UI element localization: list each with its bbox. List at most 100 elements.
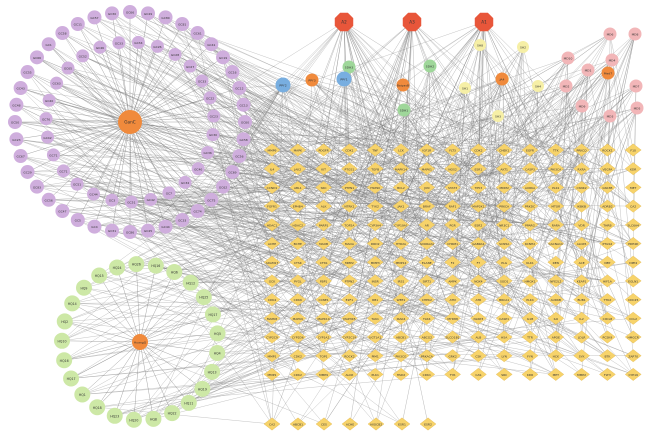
node-label: PLG — [501, 261, 507, 265]
node-label: ROCK1 — [602, 149, 613, 153]
node-label: EPHB4 — [293, 205, 303, 209]
node-label: HSP90 — [370, 186, 380, 190]
node-label: MMP2 — [577, 373, 586, 377]
node-label: ALOX5 — [577, 242, 587, 246]
node-label: FLT3 — [449, 149, 456, 153]
node-label: GC71 — [59, 169, 67, 173]
node-label: AURKB — [551, 298, 561, 302]
node-label: CYP1A2 — [318, 336, 330, 340]
node-label: GC40 — [194, 167, 202, 171]
node-label: BRCA1 — [499, 298, 509, 302]
node-label: PRKDC — [525, 205, 535, 209]
node-label: GC69 — [228, 171, 236, 175]
edge — [212, 206, 401, 372]
edge — [312, 80, 401, 169]
node-label: GC36 — [204, 151, 212, 155]
node-label: IL4 — [270, 167, 275, 171]
node-label: KCNH2 — [525, 242, 535, 246]
node-label: HQ1 — [79, 393, 86, 397]
node-label: GC30 — [108, 12, 116, 16]
node-label: MET — [630, 186, 636, 190]
node-label: PGR — [449, 223, 455, 227]
node-label: THRB — [602, 223, 611, 227]
node-label: GC81 — [178, 23, 186, 27]
node-label: CYP2C19 — [343, 336, 357, 340]
node-label: RXRA — [578, 167, 587, 171]
node-label: GC22 — [206, 96, 214, 100]
edge — [130, 122, 166, 227]
node-label: MAP3K5 — [343, 317, 355, 321]
node-label: GC52 — [79, 54, 87, 58]
node-label: GC16 — [228, 71, 236, 75]
node-label: GC12 — [235, 87, 243, 91]
edge-layer — [15, 12, 637, 424]
node-label: HQ11 — [184, 401, 193, 405]
node-label: CCNE1 — [318, 298, 328, 302]
node-label: VDR — [578, 223, 584, 227]
node-label: LYN — [502, 354, 507, 358]
node-label: TYK2 — [370, 205, 379, 209]
edge — [401, 86, 538, 300]
node-label: ALOX — [345, 373, 353, 377]
node-label: TOP1 — [319, 354, 328, 358]
node-label: ACE — [579, 261, 585, 265]
node-label: JAK2 — [293, 167, 301, 171]
node-label: HDAC2 — [293, 223, 304, 227]
node-label: HIF1A — [603, 280, 613, 284]
node-label: GC55 — [23, 71, 31, 75]
node-label: PDE4D — [628, 242, 639, 246]
node-label: MMP1 — [268, 373, 277, 377]
node-label: A1 — [481, 20, 487, 25]
node-label: CCL2 — [629, 317, 637, 321]
node-label: CASP1 — [499, 317, 509, 321]
node-label: GC5 — [75, 219, 81, 223]
node-label: MD1 — [585, 69, 592, 73]
node-label: GC83 — [33, 185, 41, 189]
node-label: CASP3 — [525, 167, 535, 171]
node-label: MD2 — [563, 85, 570, 89]
node-label: TP53 — [474, 186, 483, 190]
node-label: WEE1 — [397, 298, 406, 302]
node-label: CYP19A1 — [394, 223, 408, 227]
node-label: GC63 — [52, 82, 60, 86]
node-label: GC1 — [46, 43, 52, 47]
edge — [82, 318, 375, 394]
node-label: ESR2 — [475, 223, 483, 227]
node-label: MYD88 — [447, 317, 458, 321]
node-label: PIM1 — [372, 354, 379, 358]
node-label: DRD2 — [371, 242, 380, 246]
node-label: ROCK2 — [344, 354, 355, 358]
node-label: HQ10 — [58, 339, 67, 343]
node-label: GC47 — [58, 210, 66, 214]
node-label: HQ2 — [61, 320, 68, 324]
node-label: IGF1R — [422, 149, 431, 153]
node-label: SDH2 — [426, 65, 434, 69]
node-label: ESR1 — [475, 167, 483, 171]
node-label: NLRP3 — [474, 317, 484, 321]
node-label: SDH1 — [400, 109, 408, 113]
node-label: GC66 — [33, 56, 41, 60]
node-label: VEGFA — [603, 167, 614, 171]
node-label: ABCB1 — [293, 423, 303, 427]
node-label: NOX4 — [474, 280, 482, 284]
node-label: SLC6A4 — [627, 223, 639, 227]
node-label: CYP2D6 — [292, 336, 304, 340]
node-label: RB1 — [372, 298, 378, 302]
node-label: GC42 — [147, 198, 155, 202]
edge — [62, 341, 140, 342]
node-label: CDK2 — [474, 149, 482, 153]
node-label: MD3 — [607, 115, 614, 119]
node-label: ESR1 — [398, 423, 406, 427]
node-label: BRAF — [423, 205, 431, 209]
node-label: MMP3 — [371, 261, 380, 265]
node-label: PRKCQ — [577, 149, 588, 153]
node-label: PIK3CA — [550, 167, 562, 171]
node-label: HQ14 — [68, 302, 77, 306]
edge — [344, 22, 633, 206]
node-label: MD6 — [607, 33, 614, 37]
node-label: HDAC1 — [267, 223, 278, 227]
node-label: MMP1 — [268, 354, 277, 358]
edge — [100, 47, 130, 122]
node-label: MMP9 — [319, 373, 328, 377]
